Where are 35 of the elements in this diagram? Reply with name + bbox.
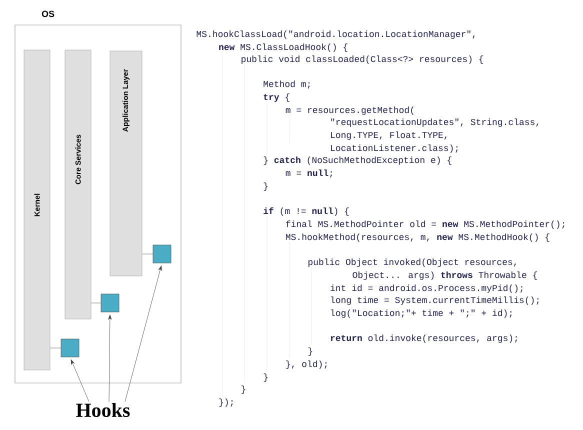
code-line: MS.hookMethod(resources, m, new MS.MethodHook() { [286, 233, 550, 242]
code-line: public void classLoaded(Class<?> resources) { [242, 55, 484, 64]
code-line: public Object invoked(Object resources, [308, 258, 516, 267]
code-line: } [264, 373, 268, 382]
node-label: OS [42, 10, 54, 18]
code-line: new MS.ClassLoadHook() { [219, 43, 348, 52]
code-line: Method m; [264, 80, 310, 89]
code-line: final MS.MethodPointer old = new MS.MethodPointer(); [286, 220, 564, 229]
code-line: m = resources.getMethod( [286, 106, 414, 115]
code-line: } [308, 347, 312, 356]
code-line: } catch (NoSuchMethodException e) { [264, 156, 452, 165]
connector-line [90, 302, 102, 304]
arrow [108, 314, 112, 402]
code-line: } [242, 385, 246, 394]
code-line: "requestLocationUpdates", String.class, [331, 118, 538, 127]
code-line: try { [264, 93, 290, 102]
hooks-label: Hooks [76, 402, 130, 418]
code-line: } [264, 182, 268, 191]
code-line: m = null; [286, 169, 332, 178]
arrow [124, 266, 162, 402]
hook-square [152, 244, 172, 264]
code-line: Object... args) throws Throwable { [352, 271, 537, 280]
code-line: int id = android.os.Process.myPid(); [330, 284, 522, 293]
code-line: if (m != null) { [264, 207, 349, 216]
arrow [70, 359, 90, 402]
hook-square [60, 338, 80, 358]
code-line: log("Location;"+ time + ";" + id); [331, 309, 512, 318]
code-line: Long.TYPE, Float.TYPE, [331, 131, 446, 140]
code-line: return old.invoke(resources, args); [330, 334, 518, 343]
code-line: }, old); [286, 360, 327, 369]
code-line: MS.hookClassLoad("android.location.LocationManager", [196, 30, 475, 39]
code-line: long time = System.currentTimeMillis(); [331, 296, 539, 305]
code-line: }); [219, 398, 233, 407]
hook-square [100, 294, 120, 312]
code-line: LocationListener.class); [331, 144, 458, 153]
